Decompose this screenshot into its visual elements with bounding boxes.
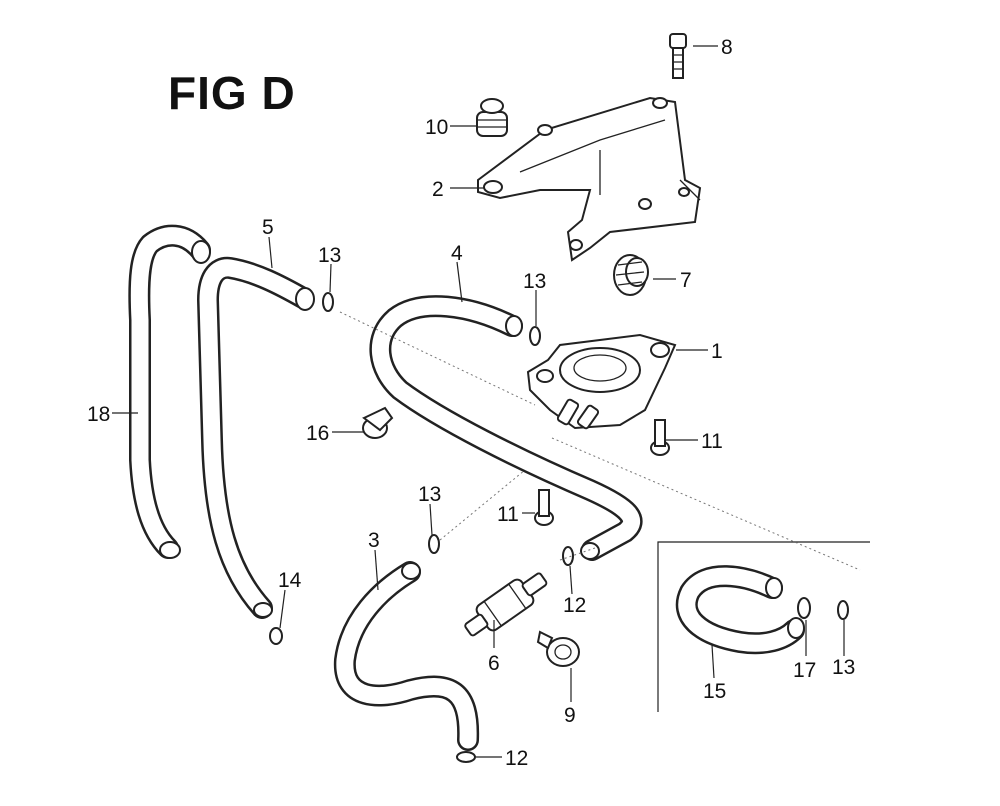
- part-13-clip-a: [322, 292, 334, 312]
- callout-13-b: 13: [523, 270, 546, 293]
- part-7-grommet: [613, 254, 649, 296]
- callout-3: 3: [368, 529, 380, 552]
- part-12-clip-b: [456, 751, 476, 763]
- callout-11-b: 11: [497, 503, 519, 526]
- part-1-fuel-pump: [526, 333, 677, 430]
- part-12-clip-a: [562, 546, 574, 566]
- callout-7: 7: [680, 269, 692, 292]
- part-3-hose: [333, 561, 480, 751]
- callout-13-a: 13: [318, 244, 341, 267]
- part-8-bolt: [669, 33, 687, 79]
- part-17-clip: [797, 597, 811, 619]
- callout-11-a: 11: [701, 430, 723, 453]
- callout-1: 1: [711, 340, 723, 363]
- callout-12-b: 12: [505, 747, 528, 770]
- callout-9: 9: [564, 704, 576, 727]
- inset-box: [657, 541, 870, 712]
- callout-15: 15: [703, 680, 726, 703]
- part-11-bolt-a: [650, 419, 670, 456]
- part-15-hose: [675, 565, 805, 655]
- callout-10: 10: [425, 116, 448, 139]
- callout-13-d: 13: [832, 656, 855, 679]
- part-6-fuel-filter: [464, 572, 548, 637]
- part-2-bracket: [477, 96, 702, 262]
- part-14-clip: [269, 627, 283, 645]
- callout-13-c: 13: [418, 483, 441, 506]
- callout-8: 8: [721, 36, 733, 59]
- callout-6: 6: [488, 652, 500, 675]
- part-13-clip-d: [837, 600, 849, 620]
- part-13-clip-c: [428, 534, 440, 554]
- callout-17: 17: [793, 659, 816, 682]
- leader-lines: [112, 45, 845, 758]
- part-5-hose: [197, 256, 315, 619]
- part-18-hose: [128, 224, 211, 559]
- callout-2: 2: [432, 178, 444, 201]
- part-9-clamp: [536, 630, 580, 667]
- part-10-grommet: [476, 98, 508, 137]
- callout-18: 18: [87, 403, 110, 426]
- figure-title: FIG D: [168, 67, 296, 119]
- part-16-clip: [362, 406, 394, 439]
- part-11-bolt-b: [534, 489, 554, 526]
- callout-5: 5: [262, 216, 274, 239]
- part-4-hose: [369, 295, 643, 561]
- callout-14: 14: [278, 569, 302, 592]
- callout-12-a: 12: [563, 594, 586, 617]
- callout-16: 16: [306, 422, 329, 445]
- callout-4: 4: [451, 242, 463, 265]
- part-13-clip-b: [529, 326, 541, 346]
